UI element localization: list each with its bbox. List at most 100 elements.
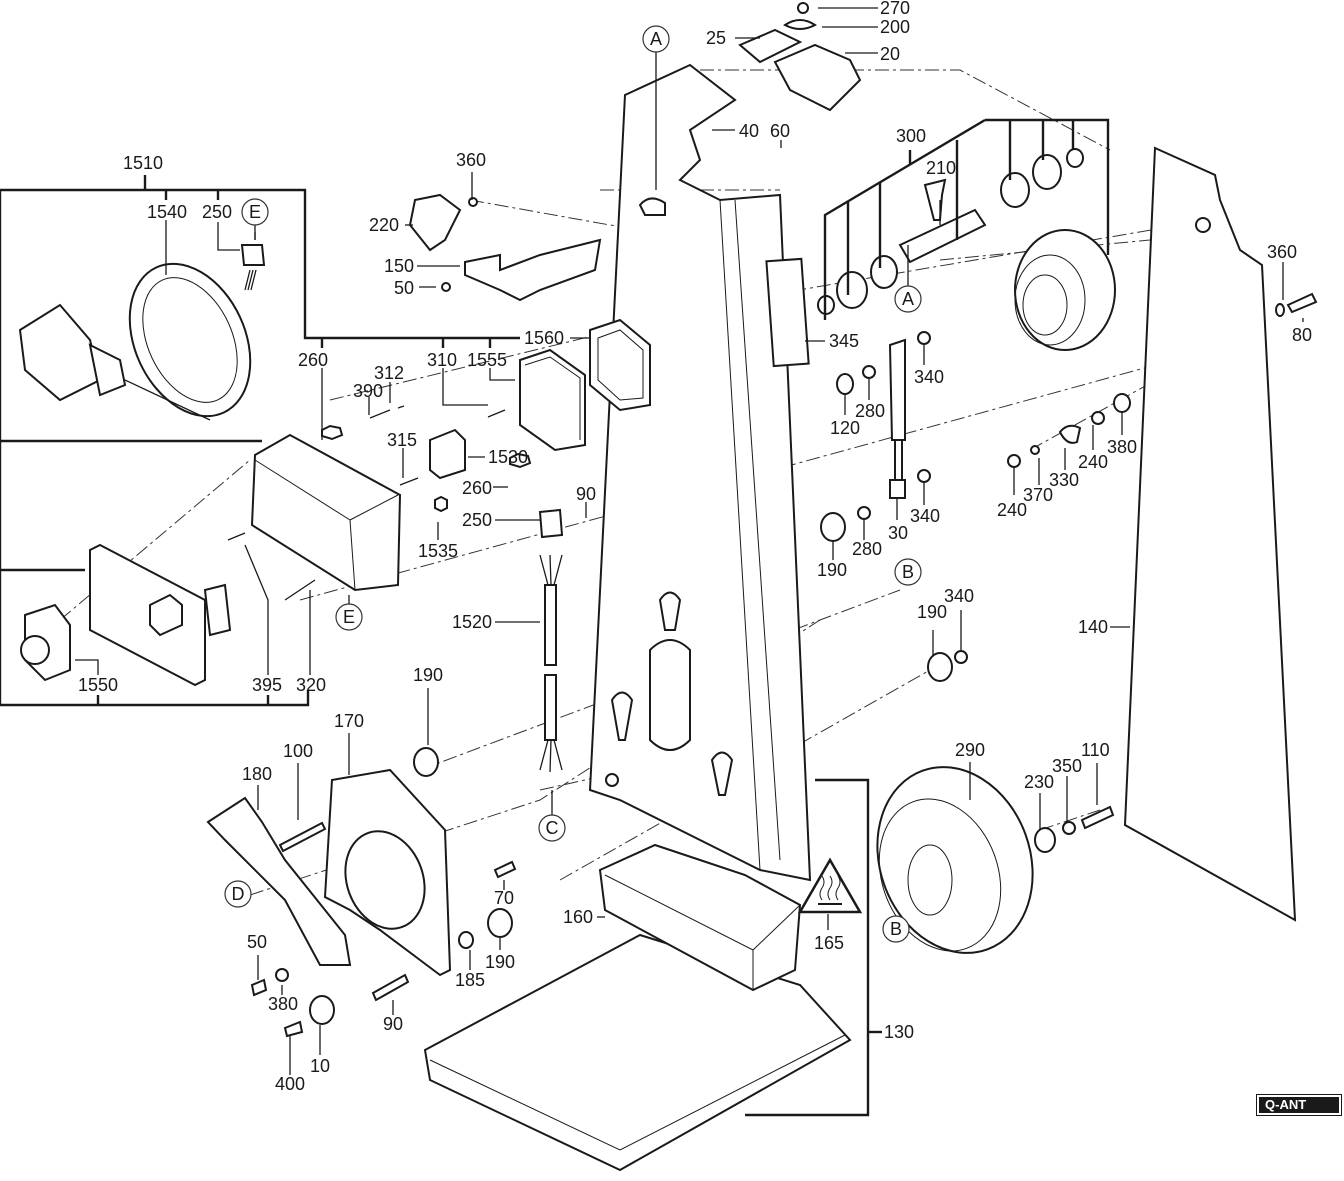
base-plate-130 bbox=[423, 843, 852, 1172]
part-label: 1550 bbox=[78, 675, 118, 695]
part-label: 70 bbox=[494, 888, 514, 908]
part-label: 250 bbox=[462, 510, 492, 530]
part-label: 1540 bbox=[147, 202, 187, 222]
part-label: 190 bbox=[413, 665, 443, 685]
part-label: 25 bbox=[706, 28, 726, 48]
top-cover-assembly bbox=[738, 2, 862, 112]
svg-text:E: E bbox=[249, 202, 261, 222]
part-label: 350 bbox=[1052, 756, 1082, 776]
clamp-150-and-knob-220 bbox=[408, 193, 602, 302]
part-label: 345 bbox=[829, 331, 859, 351]
part-label: 390 bbox=[353, 381, 383, 401]
part-label: 80 bbox=[1292, 325, 1312, 345]
svg-text:A: A bbox=[650, 29, 662, 49]
ref-marker-d: D bbox=[224, 880, 252, 908]
part-label: 340 bbox=[944, 586, 974, 606]
part-label: 200 bbox=[880, 17, 910, 37]
part-label: 250 bbox=[202, 202, 232, 222]
part-label: 240 bbox=[1078, 452, 1108, 472]
part-label: 1560 bbox=[524, 328, 564, 348]
svg-text:D: D bbox=[232, 884, 245, 904]
part-label: 1535 bbox=[418, 541, 458, 561]
part-label: 240 bbox=[997, 500, 1027, 520]
part-label: 1510 bbox=[123, 153, 163, 173]
manufacturer-badge: Q-ANT bbox=[1256, 1094, 1342, 1116]
part-label: 300 bbox=[896, 126, 926, 146]
part-label: 310 bbox=[427, 350, 457, 370]
part-label: 380 bbox=[268, 994, 298, 1014]
contact-wheel-300 bbox=[817, 148, 1116, 351]
part-label: 20 bbox=[880, 44, 900, 64]
svg-text:B: B bbox=[890, 919, 902, 939]
part-label: 210 bbox=[926, 158, 956, 178]
part-label: 220 bbox=[369, 215, 399, 235]
ref-marker-c: C bbox=[538, 814, 566, 842]
part-labels: 270 200 25 20 40 60 300 210 1510 1540 25… bbox=[78, 0, 1312, 1094]
part-label: 340 bbox=[910, 506, 940, 526]
part-label: 90 bbox=[576, 484, 596, 504]
ref-marker-b: B bbox=[894, 558, 922, 586]
ref-marker-a: A bbox=[894, 285, 922, 313]
terminal-box-1555 bbox=[321, 318, 651, 539]
part-label: 180 bbox=[242, 764, 272, 784]
column-upright bbox=[588, 63, 812, 882]
part-label: 190 bbox=[485, 952, 515, 972]
svg-text:A: A bbox=[902, 289, 914, 309]
part-label: 1555 bbox=[467, 350, 507, 370]
part-label: 150 bbox=[384, 256, 414, 276]
part-label: 10 bbox=[310, 1056, 330, 1076]
part-label: 312 bbox=[374, 363, 404, 383]
part-label: 190 bbox=[817, 560, 847, 580]
part-label: 110 bbox=[1081, 740, 1110, 760]
part-label: 100 bbox=[283, 741, 313, 761]
ref-marker-e: E bbox=[241, 198, 269, 226]
part-label: 360 bbox=[1267, 242, 1297, 262]
part-label: 170 bbox=[334, 711, 364, 731]
part-label: 90 bbox=[383, 1014, 403, 1034]
part-label: 400 bbox=[275, 1074, 305, 1094]
part-label: 160 bbox=[563, 907, 593, 927]
mounting-plate-170 bbox=[206, 747, 517, 1038]
part-label: 395 bbox=[252, 675, 282, 695]
part-label: 140 bbox=[1078, 617, 1108, 637]
part-label: 315 bbox=[387, 430, 417, 450]
part-label: 290 bbox=[955, 740, 985, 760]
part-label: 1520 bbox=[452, 612, 492, 632]
part-label: 230 bbox=[1024, 772, 1054, 792]
part-label: 380 bbox=[1107, 437, 1137, 457]
part-label: 360 bbox=[456, 150, 486, 170]
part-label: 40 bbox=[739, 121, 759, 141]
part-label: 130 bbox=[884, 1022, 914, 1042]
part-label: 320 bbox=[296, 675, 326, 695]
part-label: 50 bbox=[394, 278, 414, 298]
leader-lines bbox=[75, 7, 1304, 1075]
part-label: 120 bbox=[830, 418, 860, 438]
ref-marker-b: B bbox=[882, 915, 910, 943]
cable-1520 bbox=[539, 554, 563, 773]
svg-text:C: C bbox=[546, 818, 559, 838]
reference-markers: A A B B C D E E bbox=[224, 25, 922, 943]
part-label: 30 bbox=[888, 523, 908, 543]
gas-spring-30 bbox=[820, 331, 968, 682]
part-label: 50 bbox=[247, 932, 267, 952]
part-label: 1530 bbox=[488, 447, 528, 467]
part-label: 370 bbox=[1023, 485, 1053, 505]
part-label: 260 bbox=[462, 478, 492, 498]
part-label: 270 bbox=[880, 0, 910, 18]
part-label: 330 bbox=[1049, 470, 1079, 490]
ref-marker-e: E bbox=[335, 603, 363, 631]
group-brackets bbox=[0, 118, 1110, 1117]
part-label: 185 bbox=[455, 970, 485, 990]
part-label: 190 bbox=[917, 602, 947, 622]
switch-box-housing bbox=[20, 433, 402, 687]
part-label: 340 bbox=[914, 367, 944, 387]
part-label: 165 bbox=[814, 933, 844, 953]
ref-marker-a: A bbox=[642, 25, 670, 53]
part-label: 280 bbox=[852, 539, 882, 559]
cable-assembly-1540 bbox=[18, 244, 266, 421]
part-label: 260 bbox=[298, 350, 328, 370]
wheel-290 bbox=[876, 766, 1115, 954]
side-guard-140 bbox=[1007, 146, 1318, 922]
hot-surface-warning-icon bbox=[797, 857, 863, 914]
